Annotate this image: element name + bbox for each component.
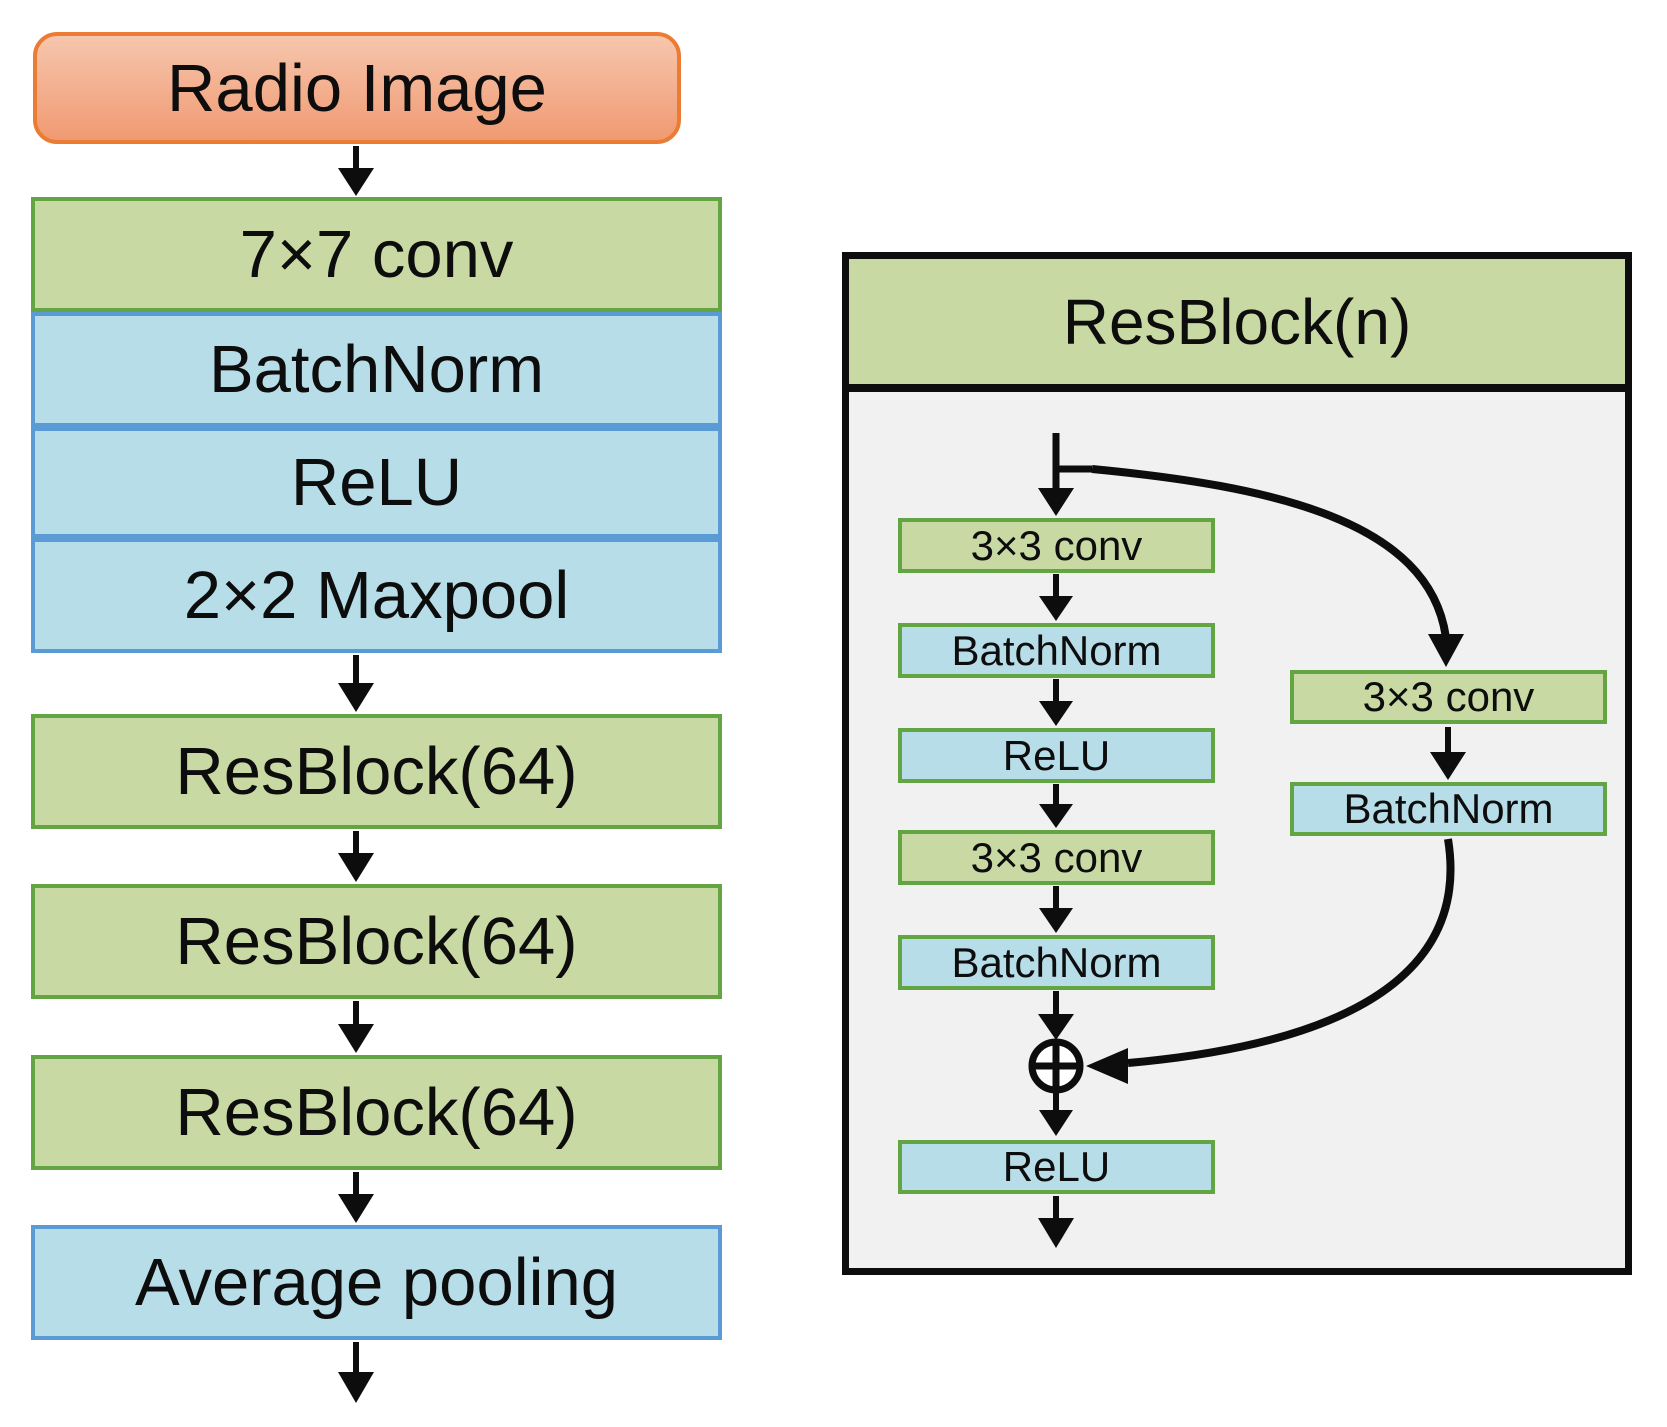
mainpath-batchnorm2-box: BatchNorm [898,935,1215,990]
flow-arrow [338,831,374,882]
mainpath-conv1-box: 3×3 conv [898,518,1215,573]
flow-arrow [338,1342,374,1403]
resblock-box-3: ResBlock(64) [31,1055,722,1170]
mainpath-relu-box: ReLU [898,728,1215,783]
average-pooling-box: Average pooling [31,1225,722,1340]
resblock-box-2: ResBlock(64) [31,884,722,999]
stem-batchnorm-box: BatchNorm [31,312,722,427]
shortcut-conv-box: 3×3 conv [1290,670,1607,724]
flow-arrow [338,655,374,712]
resblock-panel-title: ResBlock(n) [849,259,1625,392]
flow-arrow [338,1001,374,1053]
stem-maxpool-box: 2×2 Maxpool [31,538,722,653]
mainpath-batchnorm1-box: BatchNorm [898,623,1215,678]
flow-arrow [338,146,374,196]
stem-relu-box: ReLU [31,427,722,538]
backbone-input-box: Radio Image [33,32,681,144]
mainpath-conv2-box: 3×3 conv [898,830,1215,885]
stem-conv7x7-box: 7×7 conv [31,197,722,312]
output-relu-box: ReLU [898,1140,1215,1194]
flow-arrow [338,1172,374,1223]
resblock-box-1: ResBlock(64) [31,714,722,829]
shortcut-batchnorm-box: BatchNorm [1290,782,1607,836]
